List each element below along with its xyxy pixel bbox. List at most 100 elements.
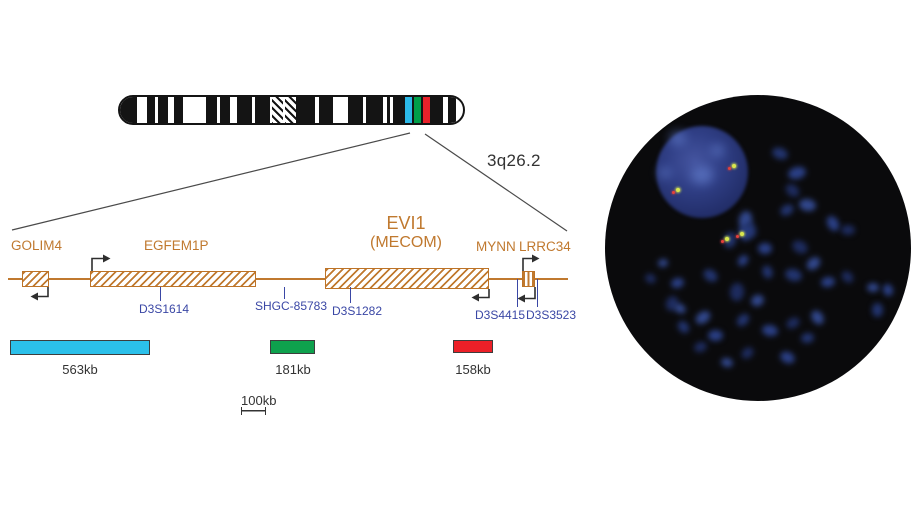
metaphase-chromosome: [758, 242, 772, 254]
metaphase-chromosome: [784, 315, 802, 331]
metaphase-chromosome: [734, 311, 752, 329]
probe-bar-red: [453, 340, 493, 353]
mynn-reverse-arrow: [524, 287, 536, 300]
green-signal-dot: [676, 188, 680, 192]
metaphase-chromosome: [797, 197, 817, 213]
metaphase-chromosome: [700, 266, 720, 284]
metaphase-chromosome: [808, 307, 826, 327]
metaphase-chromosome: [820, 275, 836, 289]
leader-line-left: [11, 132, 411, 231]
metaphase-chromosome: [669, 276, 685, 290]
gene-label-golim4: GOLIM4: [11, 238, 63, 253]
metaphase-chromosome: [841, 225, 855, 235]
nucleus-bright-patch: [670, 131, 686, 145]
gene-label-evi1: EVI1: [386, 213, 426, 233]
probe-size-green: 181kb: [275, 362, 311, 377]
metaphase-chromosome: [838, 268, 856, 286]
metaphase-chromosome: [707, 329, 723, 341]
chromosome-band: [120, 97, 137, 123]
metaphase-chromosome: [777, 348, 797, 366]
gene-box-egfem1p: [90, 271, 256, 287]
metaphase-chromosome: [693, 307, 713, 327]
metaphase-chromosome: [642, 271, 658, 285]
marker-tick-d3s1614: [159, 287, 161, 301]
metaphase-chromosome: [692, 340, 708, 354]
arrowhead-left-icon: [517, 294, 525, 303]
nucleus-bright-patch: [691, 166, 713, 184]
gene-label-lrrc34: LRRC34: [519, 239, 571, 254]
centromere-band: [285, 97, 296, 123]
marker-tick-d3s4415: [516, 279, 518, 307]
metaphase-chromosome: [786, 164, 808, 182]
red-signal-dot: [720, 239, 724, 243]
metaphase-chromosome: [778, 202, 796, 218]
chromosome-band: [421, 97, 423, 123]
green-signal-dot: [725, 237, 729, 241]
fish-micrograph: [605, 95, 911, 401]
gene-box-evi1: [325, 268, 489, 289]
probe-bar-cyan: [10, 340, 150, 355]
metaphase-chromosome: [657, 258, 669, 268]
scale-bar: [241, 407, 266, 415]
gene-label-mecom: (MECOM): [370, 234, 442, 251]
metaphase-chromosome: [782, 180, 802, 200]
genomic-axis-line: [8, 278, 568, 280]
chromosome-band: [448, 97, 456, 123]
metaphase-chromosome: [803, 253, 823, 273]
chromosome-band: [430, 97, 443, 123]
metaphase-chromosome: [881, 282, 895, 298]
arrowhead-right-icon: [103, 254, 111, 263]
marker-tick-shgc85783: [283, 287, 285, 299]
metaphase-chromosome: [735, 252, 751, 268]
green-signal-dot: [740, 232, 744, 236]
chromosome-band: [423, 97, 430, 123]
marker-label-d3s1614: D3S1614: [138, 302, 190, 316]
green-signal-dot: [732, 164, 736, 168]
nucleus-bright-patch: [659, 168, 671, 178]
marker-label-d3s1282: D3S1282: [331, 304, 383, 318]
arrowhead-right-icon: [532, 254, 540, 263]
golim4-reverse-arrow: [37, 287, 49, 298]
marker-label-d3s4415: D3S4415: [474, 308, 526, 322]
ideogram-bands: [120, 97, 463, 123]
chromosome-band: [255, 97, 270, 123]
chromosome-band: [147, 97, 155, 123]
chromosome-band: [366, 97, 383, 123]
metaphase-chromosome: [674, 318, 692, 336]
metaphase-chromosome: [824, 213, 842, 233]
metaphase-chromosome: [761, 323, 779, 337]
chromosome-band: [220, 97, 230, 123]
chromosome-band: [414, 97, 421, 123]
egfem1p-forward-arrow: [91, 257, 104, 271]
metaphase-chromosome: [783, 267, 803, 283]
red-signal-dot: [671, 190, 675, 194]
chromosome-ideogram: [118, 95, 465, 125]
probe-size-cyan: 563kb: [62, 362, 98, 377]
metaphase-chromosome: [770, 145, 790, 161]
chromosome-band: [237, 97, 252, 123]
chromosome-band: [348, 97, 363, 123]
chromosome-band: [387, 97, 390, 123]
metaphase-chromosome: [799, 331, 815, 345]
metaphase-chromosome: [738, 344, 756, 362]
chromosome-band: [158, 97, 168, 123]
metaphase-chromosome: [790, 237, 810, 257]
chromosome-band: [412, 97, 414, 123]
centromere-band: [272, 97, 283, 123]
probe-bar-green: [270, 340, 315, 354]
chromosome-band: [393, 97, 405, 123]
chromosome-band: [296, 97, 315, 123]
marker-label-d3s3523: D3S3523: [525, 308, 577, 322]
red-signal-dot: [727, 166, 731, 170]
chromosome-band: [405, 97, 412, 123]
leader-line-right: [424, 133, 568, 232]
evi1-reverse-arrow: [478, 289, 490, 299]
metaphase-chromosome: [748, 292, 766, 308]
arrowhead-left-icon: [30, 292, 38, 301]
lrrc34-forward-arrow: [522, 257, 533, 271]
probe-size-red: 158kb: [455, 362, 491, 377]
gene-label-mynn: MYNN: [476, 239, 516, 254]
metaphase-chromosome: [867, 282, 879, 292]
scale-bar-label: 100kb: [241, 393, 277, 408]
